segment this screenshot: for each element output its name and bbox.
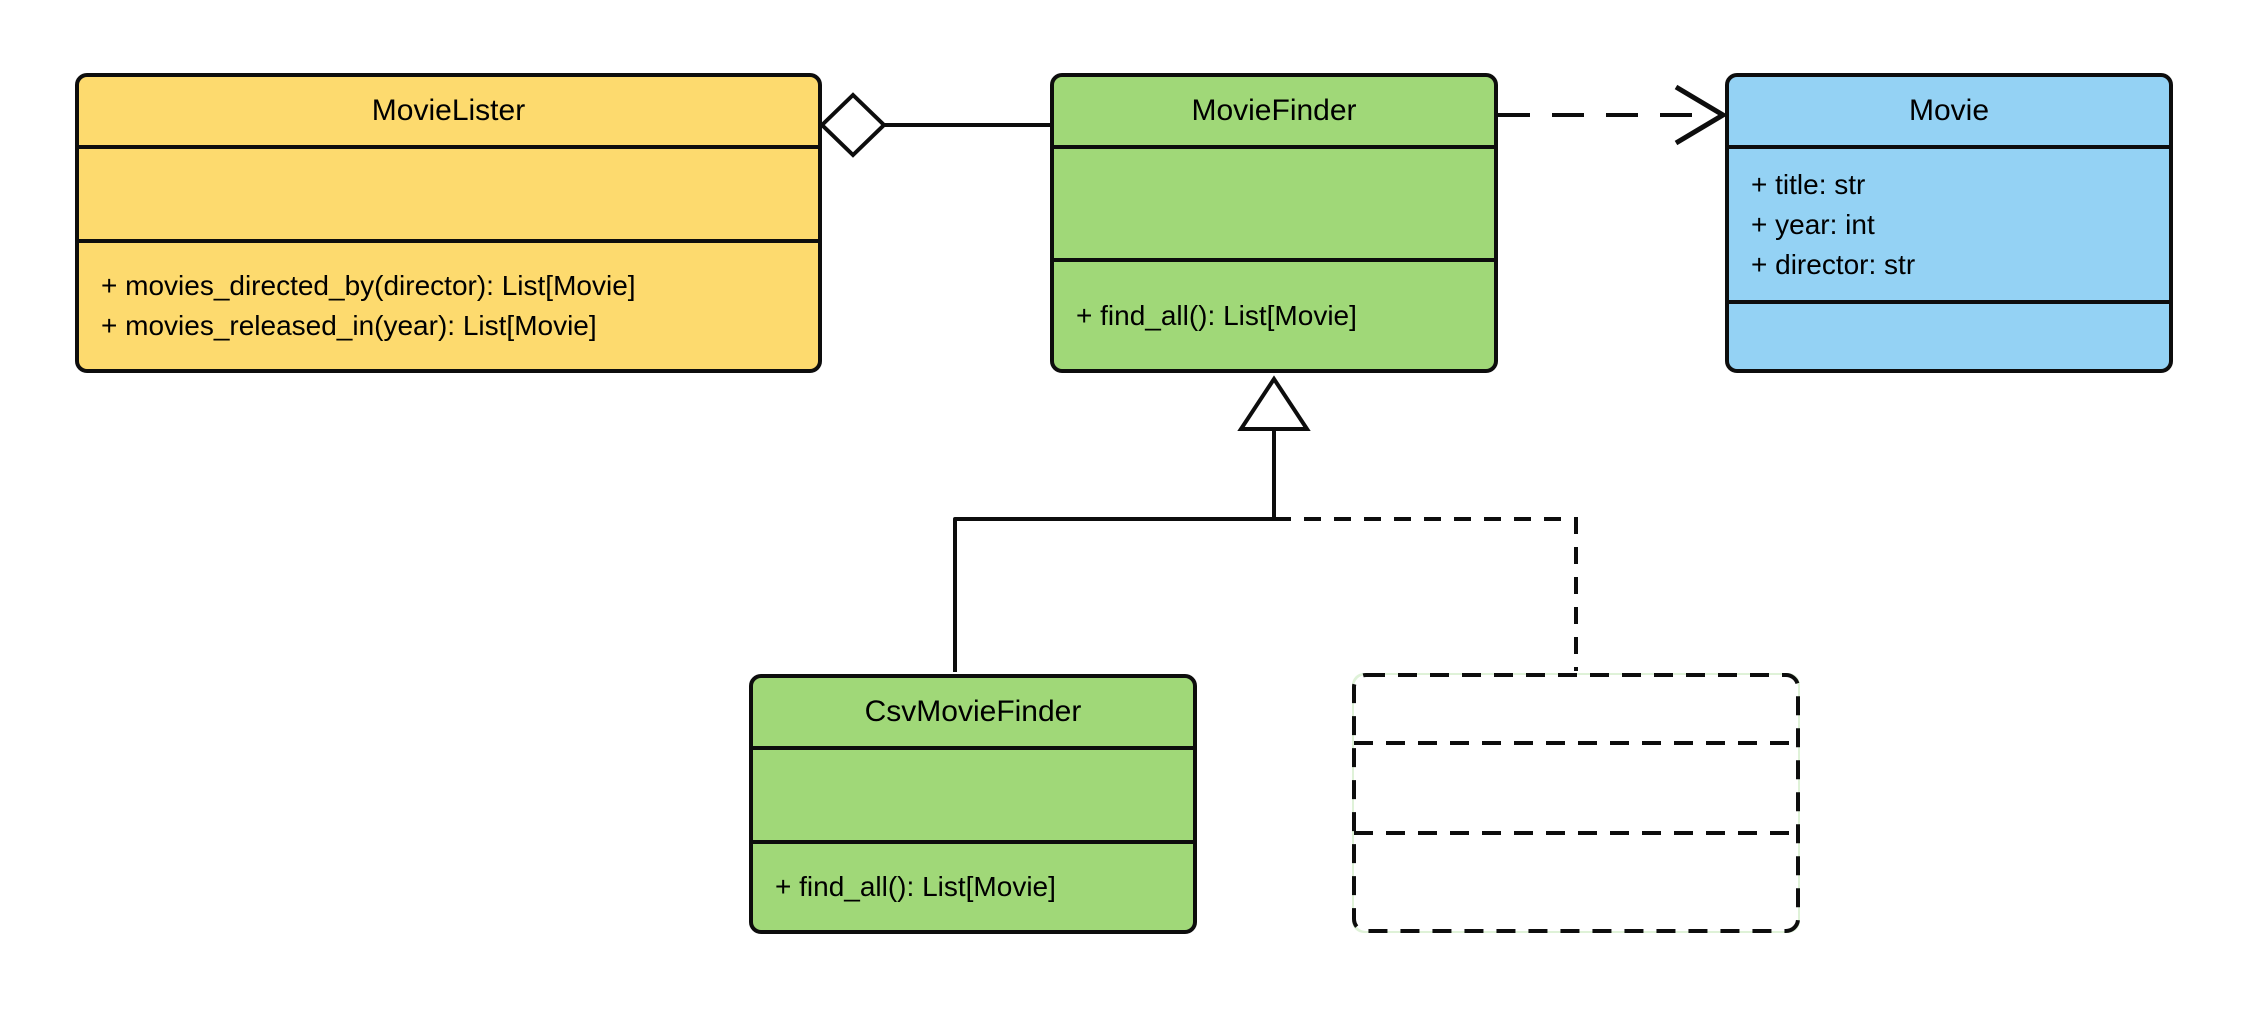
class-node-csvmoviefinder[interactable]: CsvMovieFinder + find_all(): List[Movie] — [749, 674, 1197, 934]
class-name-label: CsvMovieFinder — [864, 695, 1082, 728]
class-node-movie[interactable]: Movie + title: str + year: int + directo… — [1725, 73, 2173, 373]
class-title-compartment: MovieFinder — [1054, 77, 1494, 145]
methods-compartment: + movies_directed_by(director): List[Mov… — [79, 239, 818, 369]
method-label: + movies_released_in(year): List[Movie] — [101, 310, 597, 341]
open-arrowhead-icon — [1674, 84, 1728, 146]
methods-compartment: + find_all(): List[Movie] — [1356, 835, 1796, 929]
class-title-compartment: Movie — [1729, 77, 2169, 145]
attribute-label: + title: str — [1751, 168, 1866, 200]
generalization-dashed-branch — [1274, 517, 1578, 671]
class-node-moviefinder[interactable]: MovieFinder + find_all(): List[Movie] — [1050, 73, 1498, 373]
class-name-label: Movie — [1908, 94, 1990, 127]
methods-compartment — [1729, 300, 2169, 369]
attributes-compartment: + title: str + year: int + director: str — [1729, 145, 2169, 300]
class-title-compartment: CsvMovieFinder — [753, 678, 1193, 746]
class-title-compartment: SqliteMovieFinder — [1356, 677, 1796, 745]
attributes-compartment — [753, 746, 1193, 840]
attribute-label: + year: int — [1751, 208, 1875, 240]
method-label: + movies_directed_by(director): List[Mov… — [101, 270, 636, 301]
hollow-triangle-icon — [1237, 375, 1311, 431]
attributes-compartment — [1054, 145, 1494, 258]
class-name-label: MovieLister — [371, 94, 526, 127]
attributes-compartment — [79, 145, 818, 239]
method-label: + find_all(): List[Movie] — [775, 871, 1056, 902]
methods-compartment: + find_all(): List[Movie] — [1054, 258, 1494, 369]
method-label: + find_all(): List[Movie] — [1076, 299, 1357, 331]
dependency-connector[interactable] — [1498, 84, 1728, 146]
attribute-label: + director: str — [1751, 248, 1916, 280]
class-node-movielister[interactable]: MovieLister + movies_directed_by(directo… — [75, 73, 822, 373]
class-node-sqlitemoviefinder[interactable]: SqliteMovieFinder + find_all(): List[Mov… — [1352, 673, 1800, 933]
methods-compartment: + find_all(): List[Movie] — [753, 840, 1193, 930]
method-label: + find_all(): List[Movie] — [1378, 866, 1659, 897]
class-name-label: SqliteMovieFinder — [1455, 694, 1697, 727]
class-name-label: MovieFinder — [1191, 94, 1357, 127]
aggregation-connector[interactable] — [819, 92, 1050, 158]
hollow-diamond-icon — [819, 92, 887, 158]
generalization-solid-branch — [953, 517, 1274, 672]
attributes-compartment — [1356, 745, 1796, 835]
generalization-csv-connector[interactable] — [953, 375, 1311, 672]
generalization-sqlite-connector[interactable] — [1274, 517, 1578, 671]
class-title-compartment: MovieLister — [79, 77, 818, 145]
